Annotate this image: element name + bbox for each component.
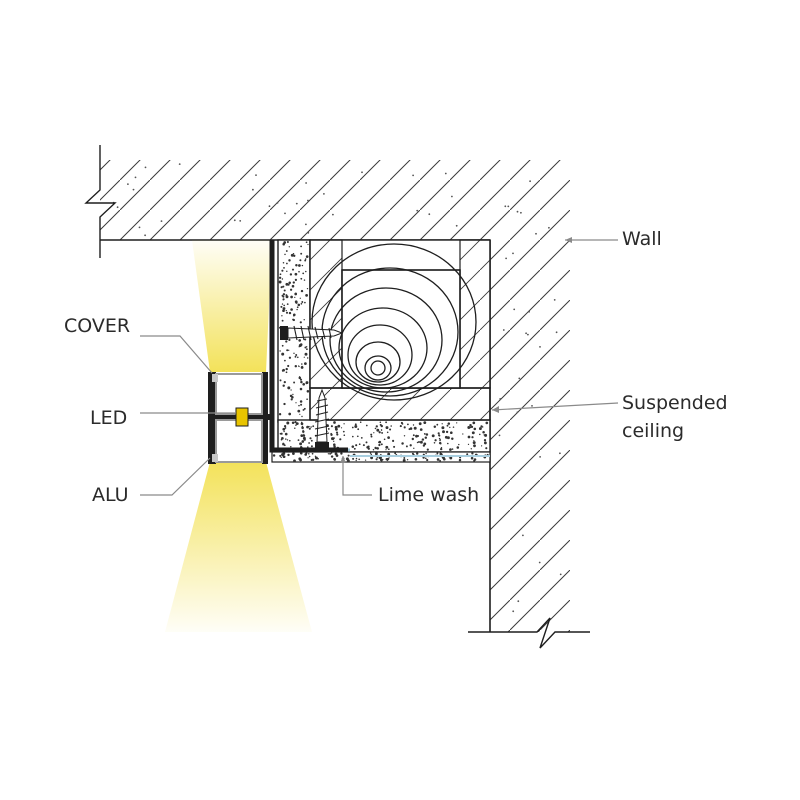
label-wall: Wall bbox=[622, 228, 662, 250]
label-lime-wash: Lime wash bbox=[378, 484, 479, 506]
break-line-bottom bbox=[468, 617, 590, 649]
led-chip bbox=[235, 407, 249, 427]
label-suspended-ceiling-line1: Suspended bbox=[622, 392, 728, 414]
label-cover: COVER bbox=[64, 315, 130, 337]
suspended-ceiling bbox=[269, 239, 491, 463]
break-line-top bbox=[84, 145, 117, 258]
screw-vertical bbox=[314, 388, 330, 450]
label-led: LED bbox=[90, 407, 127, 429]
label-alu: ALU bbox=[92, 484, 129, 506]
timber-end-grain bbox=[311, 243, 477, 401]
concrete-texture bbox=[112, 163, 562, 613]
label-suspended-ceiling-line2: ceiling bbox=[622, 420, 684, 442]
screw-horizontal bbox=[280, 325, 344, 341]
aluminium-profile bbox=[208, 240, 348, 464]
light-beam-down bbox=[165, 462, 312, 632]
light-beam-up bbox=[192, 240, 272, 372]
leader-lines bbox=[140, 237, 619, 496]
